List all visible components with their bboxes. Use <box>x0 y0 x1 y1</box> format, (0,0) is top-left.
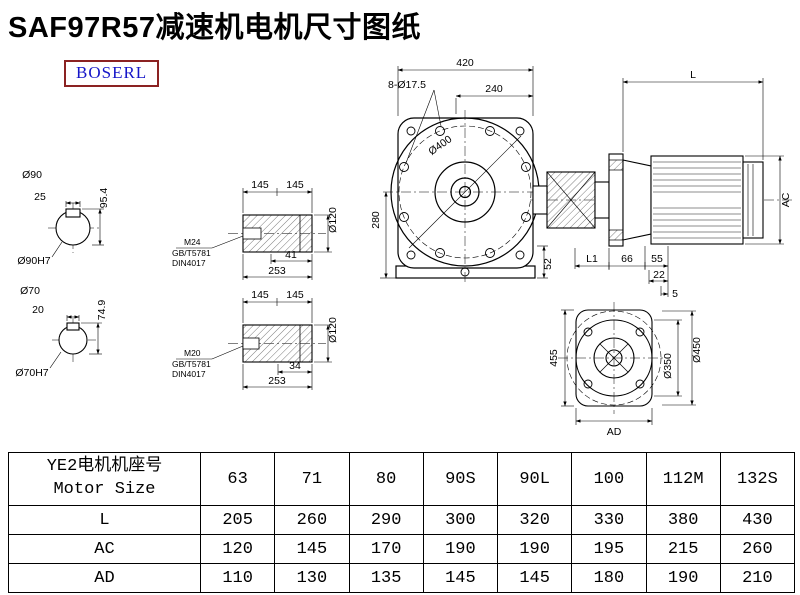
thread-label: M20 <box>184 348 201 358</box>
shaft-section-70-view: Ø70 20 74.9 Ø70H7 <box>15 285 108 379</box>
dim-label: 5 <box>672 288 678 300</box>
output-flange-view: 455 Ø350 Ø450 AD <box>548 302 703 438</box>
table-cell: 135 <box>348 563 424 593</box>
table-header-en: Motor Size <box>53 480 156 499</box>
table-header-cn: YE2电机机座号 <box>46 457 163 477</box>
shaft-side-70-view: 145 145 Ø120 M20 GB/T5781 DIN4017 34 253 <box>172 289 339 390</box>
table-cell: 180 <box>571 563 647 593</box>
table-cell: 300 <box>422 505 499 535</box>
table-cell: 260 <box>274 505 350 535</box>
brand-logo: BOSERL <box>64 60 160 87</box>
dim-label: Ø120 <box>327 207 339 233</box>
dim-label: Ø70H7 <box>15 367 48 379</box>
table-cell: 120 <box>199 534 276 564</box>
table-cell: 330 <box>571 505 647 535</box>
table-cell: 145 <box>496 563 573 593</box>
table-cell: 90L <box>496 452 573 506</box>
table-header-label-cell: YE2电机机座号 Motor Size <box>8 452 201 506</box>
bolt-holes-label: 8-Ø17.5 <box>388 79 426 91</box>
dim-label: 145 <box>286 289 304 301</box>
table-cell: 430 <box>719 505 796 535</box>
shaft-section-90-view: Ø90 25 95.4 Ø90H7 <box>17 169 110 267</box>
dim-label: 95.4 <box>98 188 110 209</box>
table-cell: 145 <box>422 563 499 593</box>
table-row-AD: AD 110 130 135 145 145 180 190 210 <box>8 563 796 593</box>
dim-label: 52 <box>542 258 554 270</box>
table-cell: 205 <box>199 505 276 535</box>
table-cell: 100 <box>571 452 647 506</box>
dim-label: 253 <box>268 375 286 387</box>
dim-label: 420 <box>456 57 474 69</box>
dim-label: 34 <box>289 360 301 372</box>
motor-size-table: YE2电机机座号 Motor Size 63 71 80 90S 90L 100… <box>8 452 796 593</box>
dim-label: 74.9 <box>96 300 108 321</box>
dim-label: 66 <box>621 253 633 265</box>
dim-label: Ø70 <box>20 285 40 297</box>
dim-label: 240 <box>485 83 503 95</box>
table-cell: 190 <box>645 563 721 593</box>
table-cell: 80 <box>348 452 424 506</box>
dim-label: 253 <box>268 265 286 277</box>
table-cell: 190 <box>422 534 499 564</box>
standard-label: GB/T5781 <box>172 248 211 258</box>
table-cell: 112M <box>645 452 721 506</box>
dimension-drawing: Ø90 25 95.4 Ø90H7 Ø70 20 74.9 Ø70H7 <box>15 57 792 438</box>
table-row-L: L 205 260 290 300 320 330 380 430 <box>8 505 796 535</box>
row-label: L <box>8 505 201 535</box>
dim-label: 25 <box>34 191 46 203</box>
table-cell: 195 <box>571 534 647 564</box>
table-cell: 132S <box>719 452 796 506</box>
dim-label: L <box>690 69 696 81</box>
shaft-side-90-view: 145 145 Ø120 M24 GB/T5781 DIN4017 41 253 <box>172 179 339 280</box>
table-cell: 260 <box>719 534 796 564</box>
table-header-row: YE2电机机座号 Motor Size 63 71 80 90S 90L 100… <box>8 452 796 506</box>
standard-label: DIN4017 <box>172 258 206 268</box>
dim-label: 55 <box>651 253 663 265</box>
dim-label: 145 <box>286 179 304 191</box>
dim-label: AD <box>607 426 622 438</box>
dim-label: 455 <box>548 349 560 367</box>
row-label: AD <box>8 563 201 593</box>
page-title: SAF97R57减速机电机尺寸图纸 <box>8 12 421 44</box>
table-cell: 63 <box>199 452 276 506</box>
table-cell: 210 <box>719 563 796 593</box>
table-cell: 90S <box>422 452 499 506</box>
gearbox-front-view: 420 8-Ø17.5 240 Ø400 280 52 <box>370 57 554 282</box>
table-cell: 110 <box>199 563 276 593</box>
dim-label: AC <box>780 192 792 207</box>
row-label: AC <box>8 534 201 564</box>
dim-label: Ø350 <box>662 353 674 379</box>
table-cell: 290 <box>348 505 424 535</box>
dim-label: 41 <box>285 249 297 261</box>
standard-label: DIN4017 <box>172 369 206 379</box>
table-cell: 71 <box>274 452 350 506</box>
table-cell: 170 <box>348 534 424 564</box>
dim-label: 22 <box>653 269 665 281</box>
table-cell: 215 <box>645 534 721 564</box>
dim-label: Ø120 <box>327 317 339 343</box>
dim-label: Ø90 <box>22 169 42 181</box>
table-cell: 320 <box>496 505 573 535</box>
motor-side-view: L AC L1 66 55 22 5 <box>530 69 792 300</box>
dim-label: 145 <box>251 179 269 191</box>
dim-label: 20 <box>32 304 44 316</box>
table-cell: 380 <box>645 505 721 535</box>
table-row-AC: AC 120 145 170 190 190 195 215 260 <box>8 534 796 564</box>
table-cell: 190 <box>496 534 573 564</box>
dim-label: 280 <box>370 211 382 229</box>
standard-label: GB/T5781 <box>172 359 211 369</box>
thread-label: M24 <box>184 237 201 247</box>
table-cell: 130 <box>274 563 350 593</box>
dim-label: 145 <box>251 289 269 301</box>
dim-label: Ø450 <box>691 337 703 363</box>
dim-label: Ø90H7 <box>17 255 50 267</box>
table-cell: 145 <box>274 534 350 564</box>
dim-label: L1 <box>586 253 598 265</box>
